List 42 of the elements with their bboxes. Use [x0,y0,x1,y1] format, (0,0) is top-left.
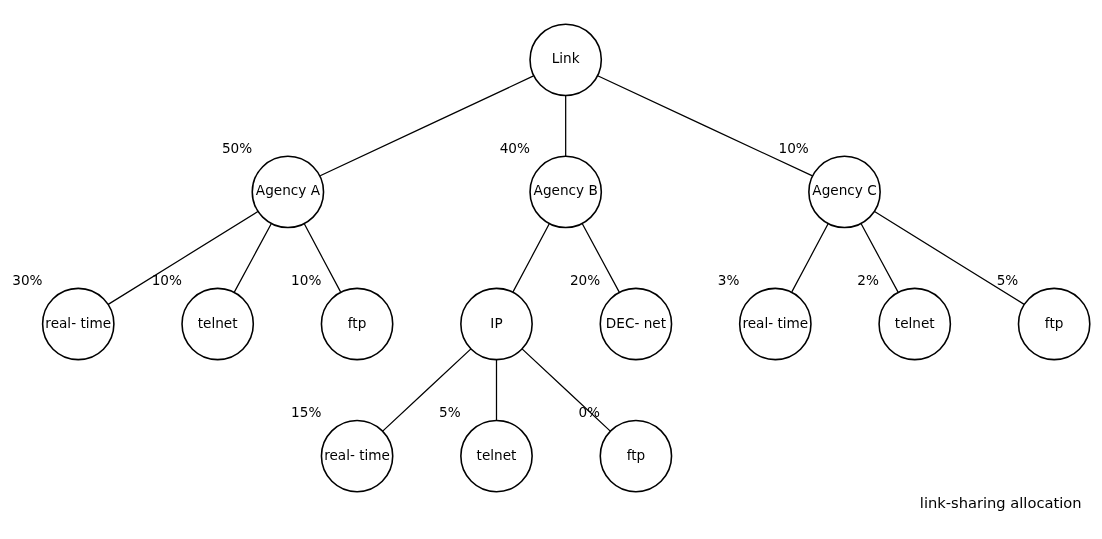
connector [791,222,829,293]
node-label: 30% [12,271,43,288]
connector [512,222,550,293]
node-circle: telnet [878,287,952,360]
node-circle: Agency B [529,155,603,228]
connector [382,347,472,431]
connector [581,222,620,293]
connector [860,222,899,293]
connector [495,358,498,421]
node-label: 5% [439,403,461,420]
node-label: 2% [857,271,879,288]
node-label: 20% [569,271,601,288]
node-label: 5% [996,271,1019,288]
node-label: 50% [221,138,253,155]
node-circle: Agency C [808,155,881,228]
node-circle: ftp [599,419,673,492]
connector [873,210,1025,305]
node-label: 15% [291,403,322,420]
node-circle: Agency A [251,155,325,228]
node-circle: Link [529,22,603,96]
node-label: 10% [778,138,809,155]
node-circle: telnet [460,419,533,492]
connector [565,94,567,157]
connector [233,222,272,293]
node-label: 3% [717,271,740,288]
connector [319,74,535,176]
connector [597,74,814,177]
node-label: 10% [151,271,182,288]
connector [521,347,611,431]
node-circle: real- time [738,287,812,360]
node-label: 10% [291,271,322,288]
node-circle: real- time [320,419,394,492]
node-circle: ftp [1017,287,1091,360]
connector [303,222,342,293]
node-circle: telnet [181,287,255,360]
node-circle: ftp [320,287,394,360]
connector [107,210,259,305]
node-circle: real- time [41,287,115,360]
caption: link-sharing allocation [919,493,1082,511]
node-circle: DEC- net [599,287,673,360]
node-circle: IP [460,287,533,360]
node-label: 40% [499,138,530,155]
